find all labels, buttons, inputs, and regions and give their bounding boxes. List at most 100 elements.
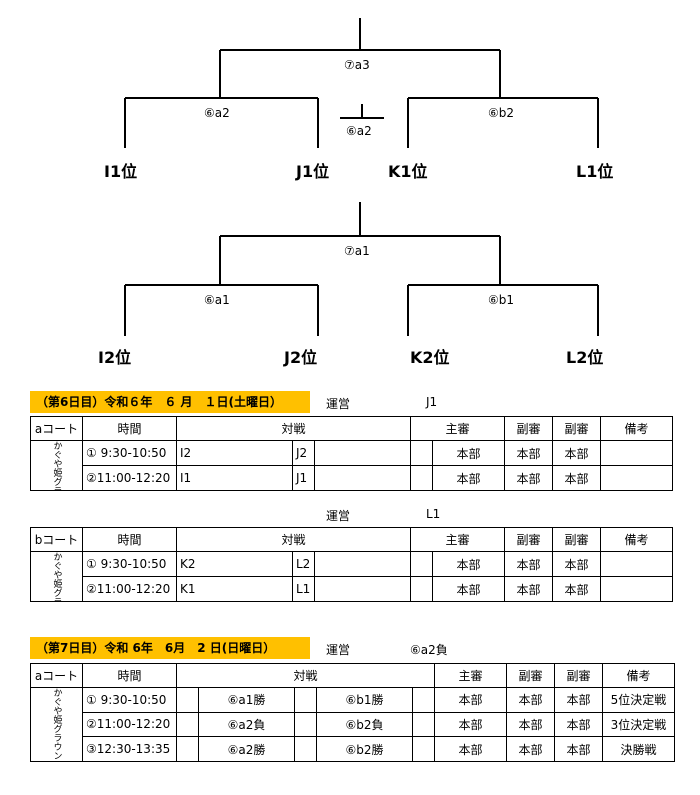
team2-cell: ⑥b2負 [316,711,413,738]
header-ref: 主審 [410,416,505,441]
bracket2-team-4: L2位 [566,348,604,367]
sub2-cell: 本部 [552,465,601,491]
note-cell: 3位決定戦 [602,711,675,738]
header-note: 備考 [600,527,673,552]
time-cell: ②11:00-12:20 [82,465,177,491]
time-cell: ②11:00-12:20 [82,711,177,738]
team1-cell: ⑥a2勝 [198,736,295,762]
day7-banner: （第7日目）令和 6年 6月 2 日(日曜日） [30,637,310,659]
day6-banner: （第6日目）令和６年 ６ 月 １日(土曜日） [30,391,310,413]
blank-cell [294,736,317,762]
day6-un-value: J1 [426,395,438,409]
sub2-cell: 本部 [554,711,603,738]
court-name: aコート [30,663,83,688]
bracket2-team-1: I2位 [98,348,132,367]
bracket2-team-2: J2位 [284,348,318,367]
sub1-cell: 本部 [504,551,553,577]
bracket2-left-semi-label: ⑥a1 [204,293,230,307]
team2-cell: ⑥b1勝 [316,687,413,713]
ref-cell: 本部 [432,576,505,602]
table-row: ③12:30-13:35 ⑥a2勝 ⑥b2勝 本部 本部 本部 決勝戦 [31,736,675,762]
team1-cell: I1 [176,465,293,491]
ref-cell: 本部 [432,440,505,466]
header-match: 対戦 [176,416,411,441]
table-row: かぐや姫グラウンドA（中央） ① 9:30-10:50 ⑥a1勝 ⑥b1勝 本部… [30,687,675,762]
team2-cell: ⑥b2勝 [316,736,413,762]
team2-cell: L1 [292,576,315,602]
bracket1-left-semi-label: ⑥a2 [204,106,230,120]
team1-cell: I2 [176,440,293,466]
team2-cell: J2 [292,440,315,466]
time-cell: ① 9:30-10:50 [82,440,177,466]
blank-cell [412,711,435,738]
header-sub1: 副審 [504,527,553,552]
table-header-row: aコート 時間 対戦 主審 副審 副審 備考 [30,663,675,688]
ref-cell: 本部 [434,687,507,713]
header-sub2: 副審 [552,416,601,441]
sub2-cell: 本部 [552,551,601,577]
header-note: 備考 [602,663,675,688]
header-time: 時間 [82,527,177,552]
venue-label: かぐや姫グラウンドA（中央） [51,688,62,762]
table-row: ②11:00-12:20 K1 L1 本部 本部 本部 [31,576,673,602]
sub1-cell: 本部 [506,711,555,738]
time-cell: ① 9:30-10:50 [82,551,177,577]
bracket2-right-semi-label: ⑥b1 [488,293,515,307]
blank-cell [410,465,433,491]
bracket1-team-3: K1位 [388,162,428,181]
day6-un-label: 運営 [326,397,351,411]
bracket2-team-3: K2位 [410,348,450,367]
sub1-cell: 本部 [506,736,555,762]
bracket1-team-2: J1位 [296,162,330,181]
venue-cell: かぐや姫グラウンドA（中央） [30,687,83,762]
team2-cell: J1 [292,465,315,491]
blank-cell [314,576,411,602]
note-cell: 5位決定戦 [602,687,675,713]
sub2-cell: 本部 [554,687,603,713]
sub1-cell: 本部 [504,465,553,491]
sub1-cell: 本部 [506,687,555,713]
time-cell: ③12:30-13:35 [82,736,177,762]
sub1-cell: 本部 [504,576,553,602]
court-name: aコート [30,416,83,441]
venue-label: かぐや姫グラウンド（中央） [52,442,62,490]
blank-cell [410,440,433,466]
header-ref: 主審 [434,663,507,688]
day7-court-a-table: aコート 時間 対戦 主審 副審 副審 備考 かぐや姫グラウンドA（中央） ① … [30,663,675,762]
header-sub1: 副審 [504,416,553,441]
bracket-lines [124,18,599,336]
team1-cell: K1 [176,576,293,602]
day7-un-value: ⑥a2負 [410,643,448,657]
blank-cell [314,440,411,466]
blank-cell [176,687,199,713]
ref-cell: 本部 [434,711,507,738]
blank-cell [410,551,433,577]
sub2-cell: 本部 [554,736,603,762]
team1-cell: K2 [176,551,293,577]
bracket1-mid-label: ⑥a2 [346,124,372,138]
bracket1-final-label: ⑦a3 [344,58,370,72]
day6-court-b-table: bコート 時間 対戦 主審 副審 副審 備考 かぐや姫グラウンドB（左側） ① … [30,527,673,602]
table-row: ②11:00-12:20 I1 J1 本部 本部 本部 [31,465,673,491]
blank-cell [412,687,435,713]
venue-cell: かぐや姫グラウンドB（左側） [30,551,83,602]
team1-cell: ⑥a2負 [198,711,295,738]
day6-court-a-table: aコート 時間 対戦 主審 副審 副審 備考 かぐや姫グラウンド（中央） ① 9… [30,416,673,491]
header-sub1: 副審 [506,663,555,688]
ref-cell: 本部 [434,736,507,762]
header-time: 時間 [82,416,177,441]
blank-cell [294,711,317,738]
team2-cell: L2 [292,551,315,577]
day7-un-label: 運営 [326,643,351,657]
day6-un2-label: 運営 [326,509,351,523]
table-header-row: bコート 時間 対戦 主審 副審 副審 備考 [30,527,673,552]
sub1-cell: 本部 [504,440,553,466]
note-cell [600,551,673,577]
header-match: 対戦 [176,527,411,552]
time-cell: ②11:00-12:20 [82,576,177,602]
table-header-row: aコート 時間 対戦 主審 副審 副審 備考 [30,416,673,441]
header-sub2: 副審 [554,663,603,688]
table-row: かぐや姫グラウンドB（左側） ① 9:30-10:50 K2 L2 本部 本部 … [30,551,673,602]
day6-un2-value: L1 [426,507,441,521]
blank-cell [294,687,317,713]
